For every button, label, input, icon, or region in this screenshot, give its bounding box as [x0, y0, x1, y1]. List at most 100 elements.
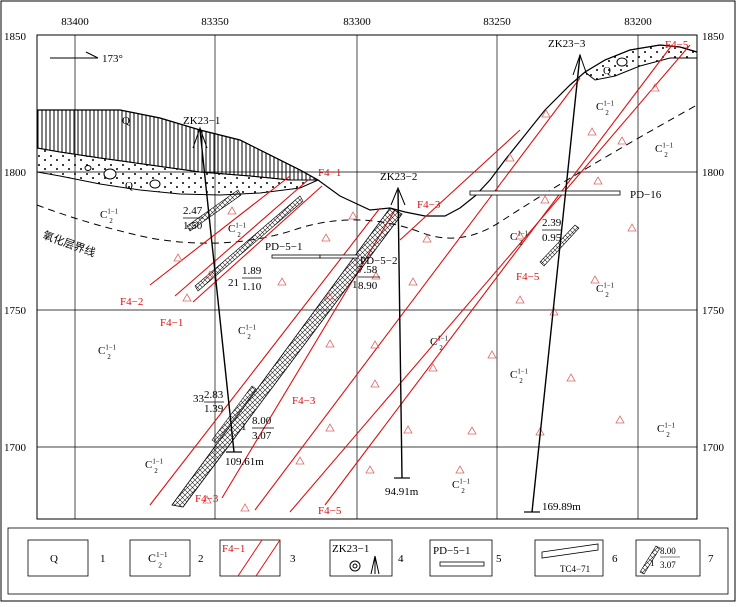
rock-triangle-symbol: [515, 231, 525, 240]
rock-triangle-symbol: [455, 465, 465, 474]
ore-value: 2.83: [204, 389, 224, 401]
rock-triangle-symbol: [428, 363, 438, 372]
y-tick: 1750: [702, 305, 725, 317]
rock-triangle-symbol: [617, 136, 627, 145]
adit-pd-5-1: [271, 254, 321, 259]
ore-value: 8.90: [358, 280, 378, 292]
fault-label: F4−3: [417, 199, 441, 211]
drillhole-zk23-3: [531, 54, 581, 513]
x-tick: 83400: [61, 16, 89, 28]
topography-line: [37, 44, 698, 217]
rock-triangle-symbol: [227, 206, 237, 215]
drillholes: [192, 53, 588, 513]
y-tick: 1850: [4, 31, 27, 43]
y-tick: 1850: [702, 31, 725, 43]
rock-triangle-symbol: [205, 270, 215, 279]
rock-triangle-symbol: [590, 275, 600, 284]
rock-triangle-symbol: [321, 233, 331, 242]
rock-triangle-symbol: [173, 253, 183, 262]
rock-triangle-symbol: [515, 295, 525, 304]
legend-trench-label: TC4−71: [560, 564, 590, 574]
legend-num: 2: [198, 553, 204, 565]
orientation-arrow: 173°: [50, 51, 123, 65]
unit-label-q: Q: [603, 65, 611, 77]
drillhole-depth: 94.91m: [385, 486, 419, 498]
fault-line: [174, 179, 309, 297]
ore-body-small-b: [194, 195, 304, 292]
fault-line: [149, 175, 291, 286]
adits: PD−5−1 PD−5−2 PD−16: [265, 189, 662, 267]
adit-pd-16: [469, 190, 621, 196]
ore-value: 1.50: [183, 220, 203, 232]
unit-label-q: Q: [125, 180, 133, 192]
fault-label: F4−1: [318, 167, 341, 179]
rock-triangle-symbol: [650, 83, 660, 92]
unit-label-q: Q: [122, 115, 130, 127]
adit-label: PD−16: [630, 189, 662, 201]
fault-label: F4−3: [292, 395, 316, 407]
fault-label: F4−2: [120, 296, 143, 308]
rock-triangle-symbol: [277, 277, 287, 286]
pebble: [616, 57, 628, 67]
ore-body-main: [171, 207, 403, 508]
x-tick: 83200: [624, 16, 652, 28]
rock-triangle-symbol: [295, 456, 305, 465]
x-tick: 83250: [483, 16, 511, 28]
legend-num: 3: [290, 553, 296, 565]
ore-values: 2.47 1.50 21 1.89 1.10 1 7.58 8.90 33 2.…: [183, 205, 562, 442]
plot-frame: [36, 34, 698, 520]
x-tick: 83300: [343, 16, 371, 28]
adit-label: PD−5−1: [265, 241, 302, 253]
drillhole-depth: 169.89m: [542, 501, 581, 513]
fault-label: F4−1: [160, 317, 183, 329]
fault-label: F4−5: [665, 39, 689, 51]
rock-triangle-symbol: [422, 234, 432, 243]
drillhole-label: ZK23−1: [183, 115, 220, 127]
fault-line: [254, 77, 581, 511]
rock-triangle-symbol: [615, 415, 625, 424]
x-axis-ticks: 83400 83350 83300 83250 83200: [61, 16, 652, 28]
legend-ore-top: 8.00: [660, 546, 676, 556]
ore-value: 1.89: [242, 265, 262, 277]
fault-label: F4−3: [195, 493, 219, 505]
legend-drillhole-label: ZK23−1: [332, 543, 369, 555]
ore-value: 1.39: [204, 403, 224, 415]
pebble: [84, 165, 92, 171]
y-tick: 1800: [4, 167, 27, 179]
legend-num: 4: [398, 553, 404, 565]
fault-line: [324, 44, 673, 506]
rock-triangle-symbol: [348, 211, 358, 220]
ore-value: 21: [228, 277, 239, 289]
orientation-label: 173°: [102, 53, 123, 65]
rock-triangle-symbol: [549, 307, 559, 316]
ore-body-small-d: [211, 385, 257, 444]
rock-triangle-symbol: [370, 340, 380, 349]
ore-value: 2.39: [542, 217, 562, 229]
rock-triangle-symbol: [371, 271, 381, 280]
fault-label: F4−5: [318, 505, 342, 517]
fault-label: F4−5: [516, 271, 540, 283]
quaternary-dotted-layer: [36, 147, 319, 196]
y-axis-ticks-right: 1850 1800 1750 1700: [702, 31, 725, 454]
rock-triangle-symbol: [541, 109, 551, 118]
ore-body-small-a: [186, 189, 242, 232]
rock-triangle-symbol: [365, 465, 375, 474]
adit-label: PD−5−2: [360, 255, 397, 267]
y-tick: 1700: [4, 442, 27, 454]
